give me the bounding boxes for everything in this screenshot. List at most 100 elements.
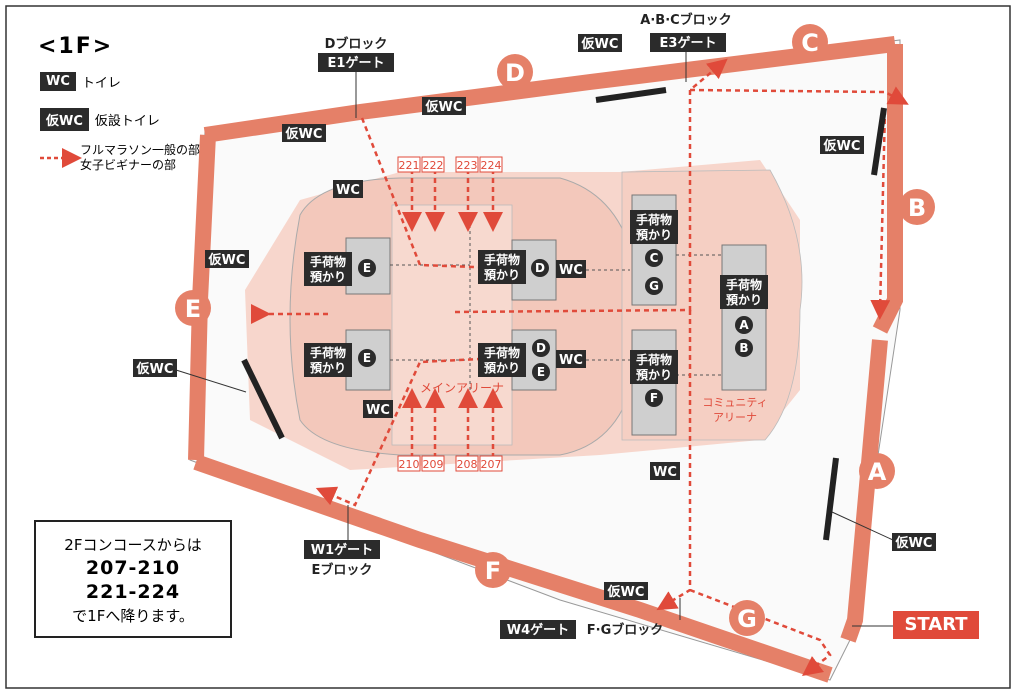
temp-wc-badge-5-label: 仮WC xyxy=(208,252,246,268)
wc-badge-5 xyxy=(650,462,680,480)
baggage-label-d2-line2: 預かり xyxy=(484,361,520,375)
main-arena-label: メインアリーナ xyxy=(420,381,504,395)
block-marker-e-label: E xyxy=(185,295,201,323)
legend-temp-wc-label: 仮設トイレ xyxy=(94,114,160,129)
block-marker-f-label: F xyxy=(485,557,501,585)
baggage-circle-e3-label: E xyxy=(537,365,545,379)
block-marker-d xyxy=(497,54,533,90)
perimeter-band-north xyxy=(203,36,896,143)
gate-e3-label: E3ゲート xyxy=(660,35,717,51)
wc-badge-1-label: WC xyxy=(336,183,360,198)
baggage-circle-e1 xyxy=(358,259,376,277)
block-marker-a-label: A xyxy=(868,458,887,486)
block-marker-b xyxy=(899,189,935,225)
baggage-label-e1 xyxy=(304,252,352,286)
temp-wc-badge-3-label: 仮WC xyxy=(285,126,323,142)
gate-w4-block: F·Gブロック xyxy=(587,622,664,638)
temp-wc-badge-6-label: 仮WC xyxy=(136,361,174,377)
stairs-bottom: 210 209 208 207 xyxy=(397,455,503,472)
info-line3: 221-224 xyxy=(85,581,181,603)
temp-wc-badge-2 xyxy=(422,97,466,115)
baggage-label-cg xyxy=(630,210,678,244)
baggage-label-ab-line2: 預かり xyxy=(726,293,762,307)
info-line2: 207-210 xyxy=(85,557,181,579)
baggage-label-f xyxy=(630,350,678,384)
stair-210 xyxy=(397,455,421,472)
baggage-circle-b xyxy=(735,339,753,357)
perimeter-band-south xyxy=(193,454,833,683)
wc-badge-2 xyxy=(556,260,586,278)
floor-title: <1F> xyxy=(38,34,114,59)
temp-wc-badge-8 xyxy=(604,582,648,600)
gate-e1-label: E1ゲート xyxy=(328,55,385,71)
stair-208-label: 208 xyxy=(457,458,478,471)
legend-wc-label: トイレ xyxy=(81,76,121,91)
stair-209-label: 209 xyxy=(423,458,444,471)
baggage-labels: 手荷物 預かり 手荷物 預かり 手荷物 預かり 手荷物 預かり 手荷物 預かり … xyxy=(304,210,768,384)
baggage-circle-d2-label: D xyxy=(536,341,546,355)
baggage-label-e1-line1: 手荷物 xyxy=(310,254,346,269)
gate-e3-block: A·B·Cブロック xyxy=(640,12,731,28)
baggage-label-ab xyxy=(720,275,768,309)
baggage-letter-circles: E E D D E C G A B F xyxy=(358,249,753,407)
stair-223 xyxy=(455,156,479,173)
gate-w1-badge xyxy=(304,540,380,559)
gate-w4-badge xyxy=(500,620,576,639)
route-lines xyxy=(260,58,909,676)
wc-badge-2-label: WC xyxy=(559,263,583,278)
baggage-circle-g-label: G xyxy=(649,279,659,293)
baggage-circle-e1-label: E xyxy=(363,261,371,275)
baggage-label-f-line2: 預かり xyxy=(636,368,672,382)
stair-207 xyxy=(479,455,503,472)
community-arena-label-2: アリーナ xyxy=(713,411,757,424)
wc-badge-1 xyxy=(333,180,363,198)
baggage-label-d1-line2: 預かり xyxy=(484,268,520,282)
block-marker-g xyxy=(729,600,765,636)
gate-e1-block: Dブロック xyxy=(325,36,388,52)
wc-badge-4 xyxy=(363,400,393,418)
gate-w1-label: W1ゲート xyxy=(311,542,373,558)
legend-wc: WC トイレ xyxy=(40,72,121,91)
stair-207-label: 207 xyxy=(481,458,502,471)
legend-route: フルマラソン一般の部 女子ビギナーの部 xyxy=(80,143,200,173)
stair-224 xyxy=(479,156,503,173)
legend-route-line1: フルマラソン一般の部 xyxy=(80,143,201,157)
block-marker-a xyxy=(859,453,895,489)
temp-wc-badge-3 xyxy=(282,124,326,142)
temp-wc-badge-1-label: 仮WC xyxy=(581,36,619,52)
stair-224-label: 224 xyxy=(481,159,502,172)
baggage-label-cg-line1: 手荷物 xyxy=(636,212,672,227)
legend-route-line2: 女子ビギナーの部 xyxy=(80,158,177,172)
temp-wc-badges: 仮WC 仮WC 仮WC 仮WC 仮WC 仮WC 仮WC 仮WC xyxy=(133,34,936,600)
baggage-circle-a-label: A xyxy=(739,318,749,332)
baggage-label-d2 xyxy=(478,343,526,377)
baggage-circle-f-label: F xyxy=(650,391,658,405)
stair-208 xyxy=(455,455,479,472)
block-marker-b-label: B xyxy=(908,194,926,222)
gate-e3-badge xyxy=(650,33,726,52)
baggage-circle-g xyxy=(645,277,663,295)
info-line4: で1Fへ降ります。 xyxy=(72,607,194,625)
stair-222-label: 222 xyxy=(423,159,444,172)
baggage-label-e2 xyxy=(304,343,352,377)
gate-labels: Dブロック E1ゲート A·B·Cブロック E3ゲート W1ゲート Eブロック … xyxy=(304,12,732,639)
stair-221 xyxy=(397,156,421,173)
block-marker-f xyxy=(475,552,511,588)
wc-badge-3-label: WC xyxy=(559,353,583,368)
perimeter-band-east-south xyxy=(840,339,888,643)
gate-e1-badge xyxy=(318,53,394,72)
baggage-circle-f xyxy=(645,389,663,407)
block-marker-g-label: G xyxy=(737,605,757,633)
baggage-label-e2-line2: 預かり xyxy=(310,361,346,375)
stair-221-label: 221 xyxy=(399,159,420,172)
block-markers: A B C D E F G xyxy=(175,24,935,636)
temp-toilet-bars xyxy=(241,87,887,541)
wc-badge-5-label: WC xyxy=(653,465,677,480)
stair-222 xyxy=(421,156,445,173)
baggage-label-cg-line2: 預かり xyxy=(636,228,672,242)
stair-223-label: 223 xyxy=(457,159,478,172)
start-badge: START xyxy=(893,611,979,639)
baggage-circle-c xyxy=(645,249,663,267)
leader-lines xyxy=(175,52,894,627)
